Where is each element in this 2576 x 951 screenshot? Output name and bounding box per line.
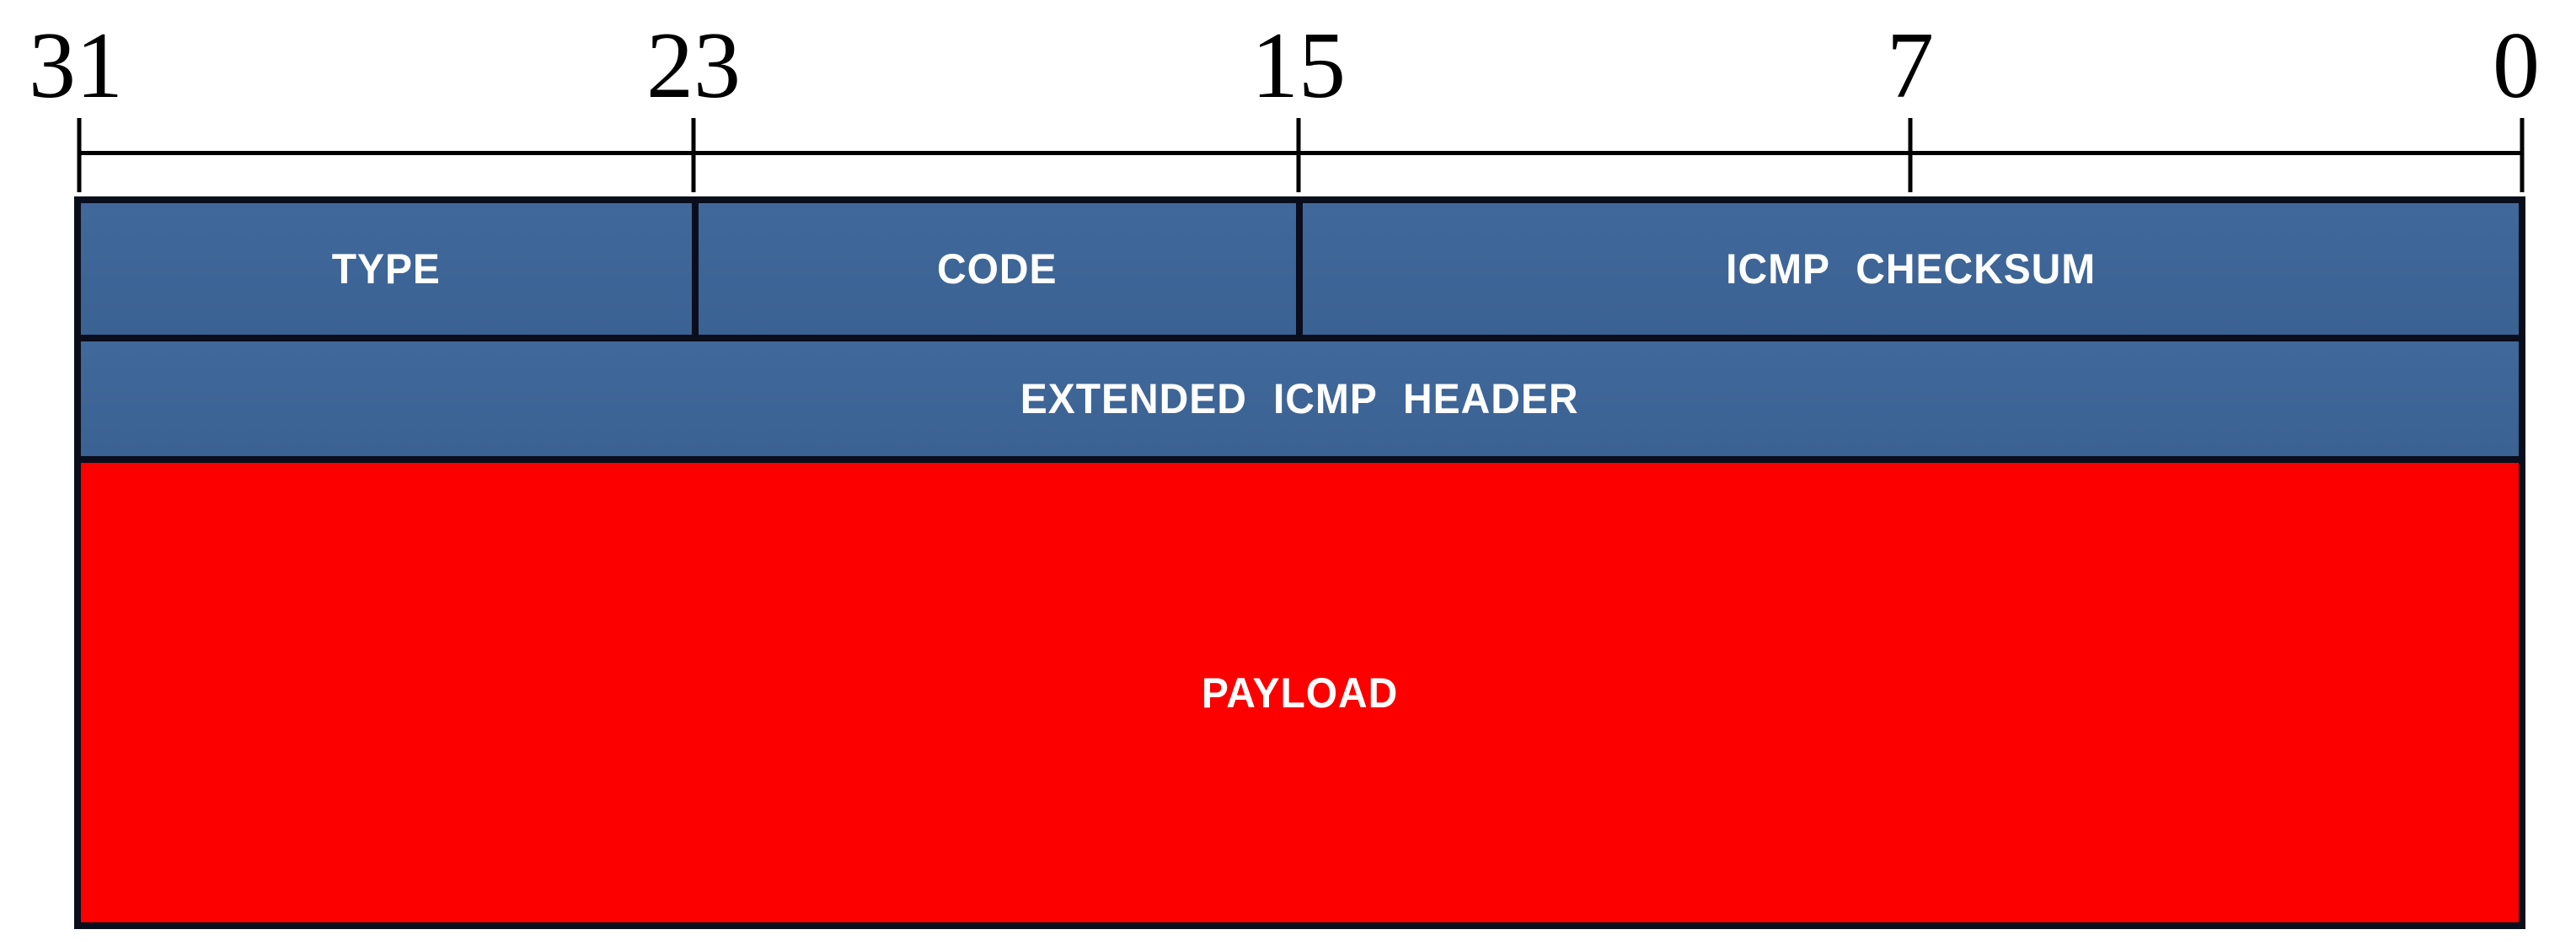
field-payload-label: PAYLOAD (1201, 669, 1399, 717)
packet-row-1: TYPE CODE ICMP CHECKSUM (81, 203, 2519, 341)
bit-label-0: 0 (2493, 13, 2540, 118)
field-type: TYPE (81, 203, 699, 335)
field-code-label: CODE (937, 245, 1058, 293)
bit-scale-tick-31 (77, 118, 82, 192)
bit-scale-tick-7 (1908, 118, 1913, 192)
field-icmp-checksum: ICMP CHECKSUM (1303, 203, 2519, 335)
bit-label-31: 31 (29, 13, 123, 118)
field-code: CODE (699, 203, 1303, 335)
packet-table: TYPE CODE ICMP CHECKSUM EXTENDED ICMP HE… (74, 196, 2525, 929)
bit-scale-tick-0 (2520, 118, 2525, 192)
packet-row-2: EXTENDED ICMP HEADER (81, 341, 2519, 463)
field-extended-icmp-header-label: EXTENDED ICMP HEADER (1020, 375, 1579, 422)
field-payload: PAYLOAD (81, 463, 2519, 922)
field-type-label: TYPE (331, 245, 442, 293)
bit-scale-tick-15 (1296, 118, 1301, 192)
field-extended-icmp-header: EXTENDED ICMP HEADER (81, 341, 2519, 456)
bit-label-7: 7 (1887, 13, 1934, 118)
bit-label-15: 15 (1251, 13, 1346, 118)
field-icmp-checksum-label: ICMP CHECKSUM (1725, 245, 2097, 293)
packet-row-3: PAYLOAD (81, 463, 2519, 922)
bit-label-23: 23 (646, 13, 741, 118)
bit-scale-tick-23 (691, 118, 696, 192)
